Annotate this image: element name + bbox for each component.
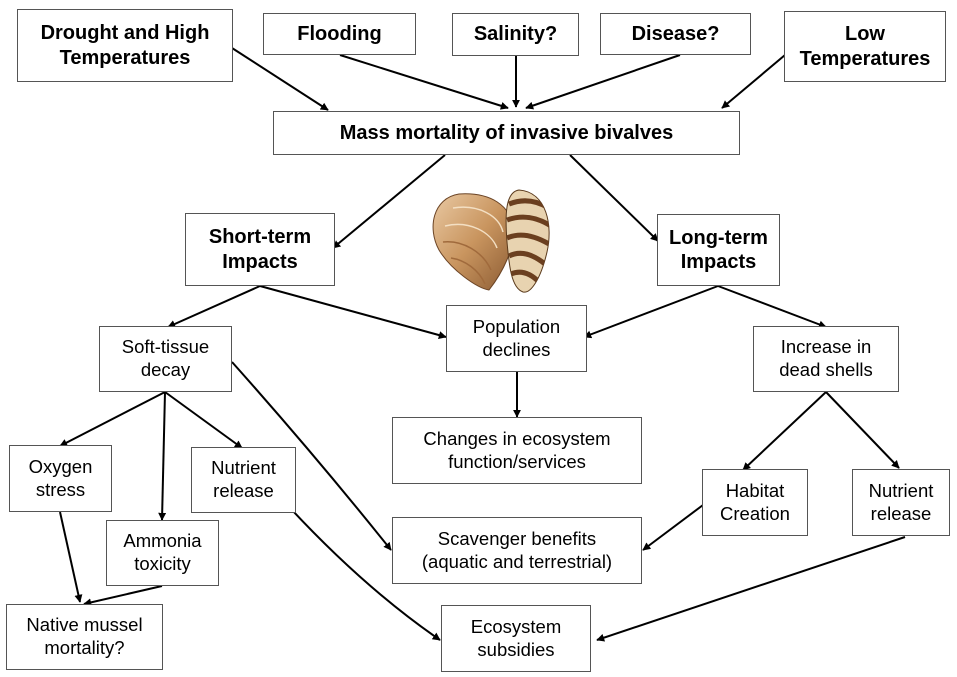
scavenger-line1: Scavenger benefits — [437, 527, 597, 549]
arrow-flooding-to-mass — [339, 54, 509, 110]
ammonia-toxicity-box: Ammonia toxicity — [106, 520, 219, 586]
native-mussel-mortality-box: Native mussel mortality? — [6, 604, 163, 670]
arrow-nutrient-to-subsidies-right — [596, 536, 906, 642]
subsidies-line2: subsidies — [477, 638, 555, 660]
arrow-soft-to-nutrient — [164, 391, 243, 449]
ecosystem-subsidies-box: Ecosystem subsidies — [441, 605, 591, 672]
short-term-line1: Short-term — [208, 226, 312, 249]
ecosystem-function-line1: Changes in ecosystem — [423, 427, 611, 449]
disease-box: Disease? — [600, 13, 751, 55]
arrow-shells-to-habitat — [742, 391, 827, 471]
short-term-line2: Impacts — [222, 250, 298, 273]
disease-line1: Disease? — [631, 22, 720, 45]
nutrient-left-line1: Nutrient — [211, 457, 276, 479]
habitat-line1: Habitat — [725, 479, 785, 501]
soft-tissue-line2: decay — [140, 359, 191, 380]
arrow-nutrient-to-subsidies — [279, 496, 441, 641]
salinity-box: Salinity? — [452, 13, 579, 56]
subsidies-line1: Ecosystem — [470, 615, 562, 637]
flooding-box: Flooding — [263, 13, 416, 55]
soft-tissue-line1: Soft-tissue — [121, 336, 210, 358]
arrow-short-to-soft — [167, 285, 261, 328]
arrow-drought-to-mass — [231, 47, 329, 111]
low-temp-line2: Temperatures — [799, 47, 931, 70]
short-term-impacts-box: Short-term Impacts — [185, 213, 335, 286]
long-term-line2: Impacts — [680, 251, 757, 273]
arrow-short-to-population — [259, 285, 447, 339]
arrow-long-to-population — [583, 285, 719, 339]
zebra-mussel-shell-icon — [505, 189, 550, 293]
low-temp-line1: Low — [845, 23, 885, 46]
arrow-soft-to-ammonia — [158, 391, 167, 521]
drought-line2: Temperatures — [59, 46, 191, 69]
bivalve-shells-illustration — [432, 189, 550, 293]
mass-mortality-box: Mass mortality of invasive bivalves — [273, 111, 740, 155]
mass-mortality-line1: Mass mortality of invasive bivalves — [339, 121, 674, 144]
dead-shells-box: Increase in dead shells — [753, 326, 899, 392]
soft-tissue-decay-box: Soft-tissue decay — [99, 326, 232, 392]
nutrient-right-line2: release — [870, 502, 932, 524]
nutrient-release-left-box: Nutrient release — [191, 447, 296, 513]
arrow-disease-to-mass — [525, 54, 681, 110]
population-declines-box: Population declines — [446, 305, 587, 372]
dead-shells-line1: Increase in — [780, 336, 872, 358]
ammonia-line1: Ammonia — [123, 530, 202, 552]
native-mussel-line2: mortality? — [44, 637, 125, 658]
ammonia-line2: toxicity — [134, 553, 191, 574]
arrow-lowtemp-to-mass — [721, 54, 786, 109]
oxygen-stress-box: Oxygen stress — [9, 445, 112, 512]
drought-line1: Drought and High — [40, 22, 210, 45]
scavenger-line2: (aquatic and terrestrial) — [421, 550, 613, 572]
habitat-creation-box: Habitat Creation — [702, 469, 808, 536]
arrow-ammonia-to-native — [83, 585, 163, 607]
oxygen-line2: stress — [35, 478, 86, 500]
flooding-line1: Flooding — [297, 22, 382, 45]
arrow-soft-to-scavenger — [231, 361, 392, 551]
scavenger-benefits-box: Scavenger benefits (aquatic and terrestr… — [392, 517, 642, 584]
arrow-habitat-to-scavenger — [642, 504, 704, 551]
arrow-mass-to-short — [332, 154, 446, 249]
long-term-impacts-box: Long-term Impacts — [657, 214, 780, 286]
dead-shells-line2: dead shells — [779, 359, 873, 380]
oxygen-line1: Oxygen — [28, 455, 93, 477]
ecosystem-function-line2: function/services — [448, 450, 586, 472]
drought-and-high-temperatures-box: Drought and High Temperatures — [17, 9, 233, 82]
arrow-soft-to-oxygen — [59, 391, 166, 447]
arrow-shells-to-nutrient — [825, 391, 900, 469]
salinity-line1: Salinity? — [473, 23, 558, 46]
long-term-line1: Long-term — [669, 226, 768, 249]
low-temperatures-box: Low Temperatures — [784, 11, 946, 82]
nutrient-left-line2: release — [213, 480, 274, 501]
nutrient-right-line1: Nutrient — [868, 479, 934, 501]
arrow-mass-to-long — [569, 154, 659, 242]
clam-shell-icon — [432, 193, 514, 291]
population-line1: Population — [472, 315, 561, 337]
arrow-long-to-shells — [717, 285, 827, 329]
arrow-oxygen-to-native — [59, 511, 83, 603]
habitat-line2: Creation — [720, 502, 790, 524]
native-mussel-line1: Native mussel — [26, 614, 143, 636]
ecosystem-function-box: Changes in ecosystem function/services — [392, 417, 642, 484]
population-line2: declines — [482, 338, 551, 360]
nutrient-release-right-box: Nutrient release — [852, 469, 950, 536]
